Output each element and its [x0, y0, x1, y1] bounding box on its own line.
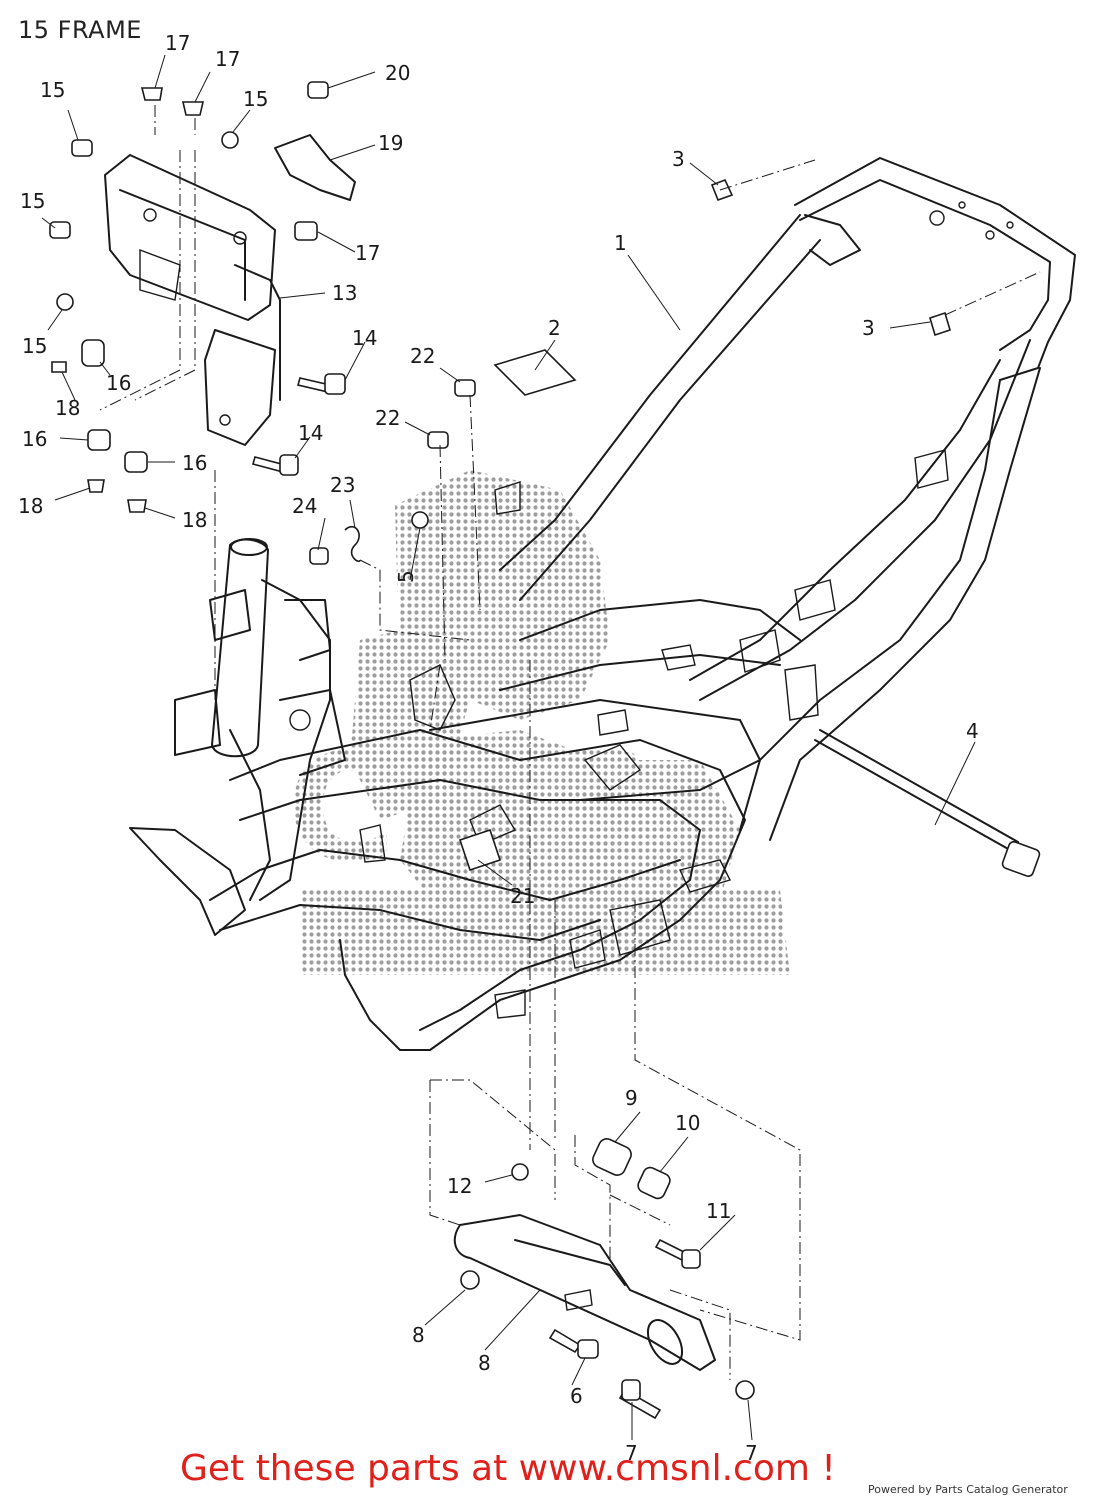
callout-4: 8	[478, 1351, 491, 1375]
callout-19: 19	[378, 131, 403, 155]
alignment-lines	[99, 105, 1041, 1380]
callout-14-a: 14	[352, 326, 377, 350]
callout-17-c: 17	[355, 241, 380, 265]
leader-lines	[41, 54, 976, 1441]
callout-3-a: 3	[672, 147, 685, 171]
callout-13: 13	[332, 281, 357, 305]
main-frame	[129, 157, 1076, 1051]
callout-18-c: 18	[182, 508, 207, 532]
callout-10: 10	[675, 1111, 700, 1135]
callout-12: 12	[447, 1174, 472, 1198]
callout-6: 5	[394, 570, 418, 583]
engine-mount-assembly	[453, 1138, 755, 1420]
callout-3-b: 3	[862, 316, 875, 340]
bracket-19	[274, 134, 356, 201]
callout-22-b: 22	[375, 406, 400, 430]
callout-2: 2	[548, 316, 561, 340]
page-title: 15 FRAME	[18, 16, 142, 44]
callout-20: 20	[385, 61, 410, 85]
callout-11: 11	[706, 1199, 731, 1223]
callout-1: 1	[614, 231, 627, 255]
callout-17-a: 17	[165, 31, 190, 55]
callout-5: 4	[966, 719, 979, 743]
callout-23: 23	[330, 473, 355, 497]
watermark-logo: CMS	[286, 470, 790, 975]
callout-18-a: 18	[55, 396, 80, 420]
callout-15-b: 15	[243, 87, 268, 111]
callout-17-b: 17	[215, 47, 240, 71]
callout-9: 9	[625, 1086, 638, 1110]
callout-15-d: 15	[22, 334, 47, 358]
bolt-5	[814, 729, 1041, 878]
callout-8-a: 8	[412, 1323, 425, 1347]
callout-15-c: 15	[20, 189, 45, 213]
callout-16-a: 16	[106, 371, 131, 395]
bracket-assembly	[104, 154, 281, 446]
callout-21: 21	[510, 884, 535, 908]
callout-7-b: 7	[625, 1441, 638, 1465]
callout-22-a: 22	[410, 344, 435, 368]
callout-14-b: 14	[298, 421, 323, 445]
callout-18-b: 18	[18, 494, 43, 518]
callout-8-b: 7	[745, 1441, 758, 1465]
callout-16-b: 16	[22, 427, 47, 451]
cmsnl-promo-link[interactable]: Get these parts at www.cmsnl.com !	[180, 1448, 836, 1489]
callout-16-c: 16	[182, 451, 207, 475]
powered-by-text: Powered by Parts Catalog Generator	[868, 1483, 1068, 1496]
small-hardware	[49, 81, 951, 872]
callout-24: 24	[292, 494, 317, 518]
callout-labels: 17 17 20 15 15 19 3 15 17 1 13 2 3 14 15…	[18, 31, 979, 1465]
callout-15-a: 15	[40, 78, 65, 102]
callout-7-a: 6	[570, 1384, 583, 1408]
